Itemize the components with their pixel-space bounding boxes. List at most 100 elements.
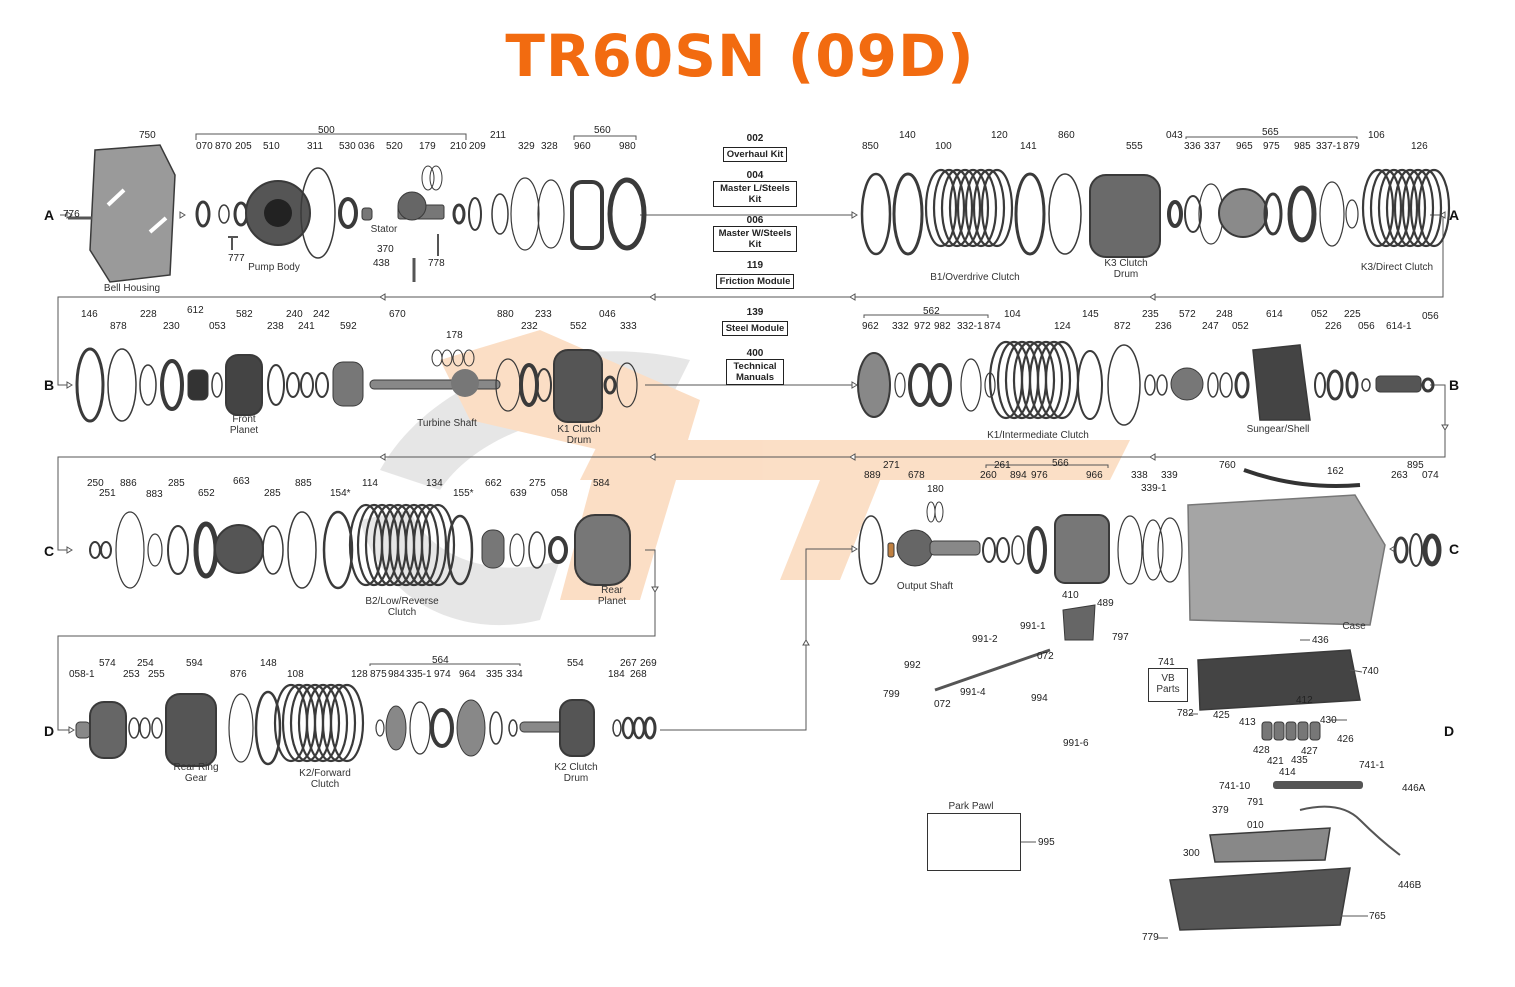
part-number-label: 430 [1320, 715, 1337, 726]
caption-k2-forward: K2/Forward Clutch [299, 768, 351, 790]
turbine-hub-part [451, 369, 479, 397]
part-number-label: 860 [1058, 130, 1075, 141]
part-number-label: 333 [620, 321, 637, 332]
flow-arrow [179, 211, 186, 219]
caption-park-pawl: Park Pawl [948, 801, 994, 812]
drum-part [1054, 514, 1110, 584]
ring-part [1345, 371, 1359, 399]
ring-part [1409, 533, 1423, 567]
ring-part [100, 541, 112, 559]
part-number-label: 960 [574, 141, 591, 152]
part-number-label: 332-1 [957, 321, 983, 332]
part-number-label: 965 [1236, 141, 1253, 152]
part-number-label: 100 [935, 141, 952, 152]
part-number-label: 335-1 [406, 669, 432, 680]
part-number-label: 778 [428, 258, 445, 269]
part-number-label: 248 [1216, 309, 1233, 320]
part-number-label: 870 [215, 141, 232, 152]
part-number-label: 225 [1344, 309, 1361, 320]
part-number-label: 267 [620, 658, 637, 669]
ring-part [643, 716, 657, 740]
lever-part [1062, 604, 1096, 641]
front-planet-part [225, 354, 263, 416]
piston-part [857, 352, 891, 418]
ring-part [1263, 192, 1283, 236]
ring-part [315, 372, 329, 398]
part-number-label: 043 [1166, 130, 1183, 141]
caption-output-shaft: Output Shaft [896, 581, 954, 592]
part-number-label: 782 [1177, 708, 1194, 719]
part-number-label: 255 [148, 669, 165, 680]
ring-part [1011, 535, 1025, 565]
flow-arrow [66, 546, 73, 554]
part-number-label: 108 [287, 669, 304, 680]
part-number-label: 261 [994, 460, 1011, 471]
part-number-label: 886 [120, 478, 137, 489]
part-number-label: 520 [386, 141, 403, 152]
part-number-label: 140 [899, 130, 916, 141]
part-number-label: 413 [1239, 717, 1256, 728]
part-number-label: 334 [506, 669, 523, 680]
ring-part [996, 537, 1010, 563]
part-number-label: 230 [163, 321, 180, 332]
ring-part [128, 717, 140, 739]
ring-part [1157, 517, 1183, 583]
part-number-label: 446B [1398, 880, 1422, 891]
bracket [195, 133, 467, 140]
row-marker-c-right: C [1449, 541, 1460, 557]
ring-part [1156, 374, 1168, 396]
part-number-label: 427 [1301, 746, 1318, 757]
part-number-label: 263 [1391, 470, 1408, 481]
flow-arrow [379, 293, 386, 301]
k2-drum-part [559, 699, 595, 757]
ring-part [287, 511, 317, 589]
kit-name: Friction Module [715, 274, 795, 289]
part-number-label: 046 [599, 309, 616, 320]
k1-drum-part [553, 349, 603, 423]
part-number-label: 410 [1062, 590, 1079, 601]
part-number-label: 379 [1212, 805, 1229, 816]
part-number-label: 435 [1291, 755, 1308, 766]
ring-part [1314, 372, 1326, 398]
kit-code: 400 [746, 348, 764, 359]
caption-k1-intermediate: K1/Intermediate Clutch [987, 430, 1089, 441]
ring-part [481, 529, 505, 569]
bracket [863, 314, 989, 318]
part-number-label: 663 [233, 476, 250, 487]
part-number-label: 779 [1142, 932, 1159, 943]
solenoid-part [1297, 721, 1309, 741]
ring-part [1142, 519, 1164, 581]
part-number-label: 740 [1362, 666, 1379, 677]
part-number-label: 052 [1311, 309, 1328, 320]
drum-part [332, 361, 364, 407]
part-number-label: 010 [1247, 820, 1264, 831]
ring-part [218, 204, 230, 224]
part-number-label: 875 [370, 669, 387, 680]
kit-code: 119 [746, 260, 764, 271]
ring-part [321, 683, 357, 763]
ring-part [431, 349, 443, 367]
part-number-label: 614 [1266, 309, 1283, 320]
ring-part [956, 168, 990, 248]
part-number-label: 991-4 [960, 687, 986, 698]
ring-part [1077, 350, 1103, 420]
ring-part [858, 515, 884, 585]
part-number-label: 370 [377, 244, 394, 255]
caption-k1-drum: K1 Clutch Drum [557, 424, 601, 446]
piston-part [1218, 188, 1268, 238]
part-number-label: 178 [446, 330, 463, 341]
ring-part [430, 708, 454, 748]
part-number-label: 438 [373, 258, 390, 269]
part-number-label: 510 [263, 141, 280, 152]
ring-part [1107, 344, 1141, 426]
part-number-label: 876 [230, 669, 247, 680]
gear-part [214, 524, 264, 574]
part-number-label: 879 [1343, 141, 1360, 152]
part-number-label: 179 [419, 141, 436, 152]
caption-bell-housing: Bell Housing [103, 283, 161, 294]
caption-k3-direct: K3/Direct Clutch [1360, 262, 1434, 273]
watermark-logo [360, 330, 1130, 626]
ring-part [151, 717, 163, 739]
ring-part [441, 349, 453, 367]
ring-part [429, 165, 443, 191]
